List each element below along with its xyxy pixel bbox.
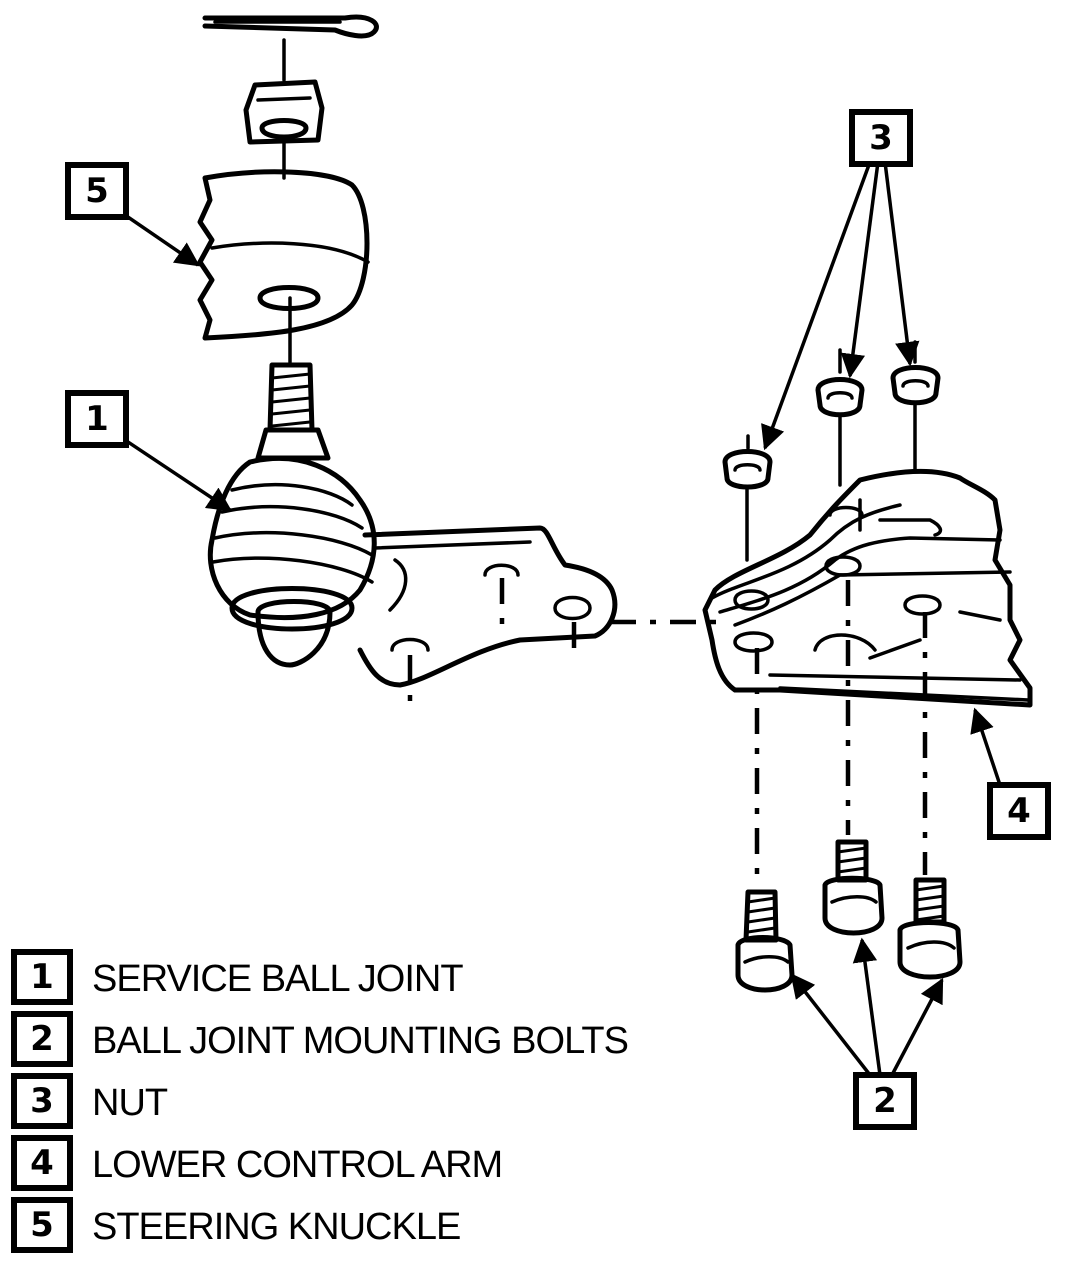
legend-item: 2 BALL JOINT MOUNTING BOLTS xyxy=(14,1014,629,1064)
nut-icon xyxy=(893,368,938,403)
castle-nut-icon xyxy=(246,82,322,142)
svg-text:4: 4 xyxy=(1007,791,1031,831)
svg-text:5: 5 xyxy=(30,1205,54,1245)
legend-item: 5 STEERING KNUCKLE xyxy=(14,1200,461,1250)
svg-text:3: 3 xyxy=(869,118,893,158)
legend-item: 4 LOWER CONTROL ARM xyxy=(14,1138,503,1188)
bolt-icon xyxy=(825,842,882,933)
callout-1: 1 xyxy=(68,393,126,445)
svg-text:5: 5 xyxy=(85,171,109,211)
callout-3: 3 xyxy=(852,112,910,164)
nut-icon xyxy=(818,380,862,415)
svg-text:STEERING KNUCKLE: STEERING KNUCKLE xyxy=(92,1206,460,1248)
legend: 1 SERVICE BALL JOINT 2 BALL JOINT MOUNTI… xyxy=(14,952,629,1250)
lower-control-arm-icon xyxy=(705,471,1030,705)
svg-text:LOWER CONTROL ARM: LOWER CONTROL ARM xyxy=(92,1144,502,1186)
callout-4: 4 xyxy=(990,785,1048,837)
nut-icon xyxy=(725,452,770,488)
bolt-icon xyxy=(900,880,960,977)
callout-5: 5 xyxy=(68,165,126,217)
legend-item: 1 SERVICE BALL JOINT xyxy=(14,952,464,1002)
svg-text:1: 1 xyxy=(85,399,109,439)
svg-text:SERVICE BALL JOINT: SERVICE BALL JOINT xyxy=(92,958,463,1000)
steering-knuckle-icon xyxy=(200,172,368,338)
cotter-pin-icon xyxy=(205,17,376,36)
callout-2: 2 xyxy=(856,1075,914,1127)
service-ball-joint-icon xyxy=(210,365,615,685)
svg-text:2: 2 xyxy=(30,1019,54,1059)
svg-text:4: 4 xyxy=(30,1143,54,1183)
svg-text:3: 3 xyxy=(30,1081,54,1121)
svg-text:2: 2 xyxy=(873,1081,897,1121)
bolt-icon xyxy=(738,892,792,990)
svg-text:1: 1 xyxy=(30,957,54,997)
svg-text:BALL JOINT MOUNTING BOLTS: BALL JOINT MOUNTING BOLTS xyxy=(92,1020,628,1062)
svg-text:NUT: NUT xyxy=(92,1082,168,1124)
legend-item: 3 NUT xyxy=(14,1076,169,1126)
